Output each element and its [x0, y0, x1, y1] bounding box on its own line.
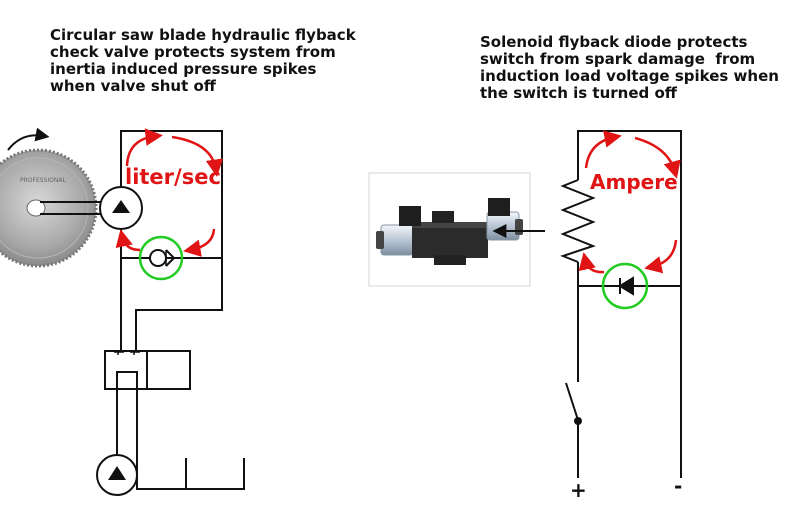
- svg-text:PROFESSIONAL: PROFESSIONAL: [20, 177, 66, 184]
- check-valve-highlight: [138, 235, 184, 281]
- flow-arrow-bottom-left: [115, 229, 141, 252]
- current-arrow-top-right: [634, 136, 681, 179]
- solenoid-valve-photo: [368, 172, 545, 287]
- check-valve-icon: [149, 249, 175, 267]
- circuit-loop-right: [577, 130, 682, 287]
- current-label: Ampere: [590, 170, 678, 194]
- rotation-arrow: [7, 127, 50, 151]
- flow-label: liter/sec: [125, 165, 221, 189]
- minus-terminal-label: -: [674, 474, 682, 498]
- current-arrow-bottom-left: [578, 252, 605, 274]
- plus-terminal-label: +: [570, 478, 587, 502]
- diode-highlight: [601, 262, 649, 310]
- flow-arrow-top-right: [171, 135, 224, 177]
- current-arrow-top-left: [584, 130, 622, 169]
- saw-blade-icon: PROFESSIONAL: [0, 148, 98, 268]
- right-caption: Solenoid flyback diode protects switch f…: [480, 33, 779, 102]
- switch-icon: [565, 382, 582, 425]
- electric-circuit: [560, 130, 682, 478]
- circuit-loop: [120, 130, 223, 351]
- left-caption: Circular saw blade hydraulic flyback che…: [50, 26, 356, 95]
- directional-valve-icon: [104, 350, 191, 390]
- tank-icon: [185, 458, 245, 490]
- hydraulic-circuit: PROFESSIONAL: [0, 127, 245, 496]
- flow-arrow-top-left: [125, 128, 163, 167]
- tank-line: [136, 389, 186, 490]
- coil-icon: [560, 179, 596, 263]
- diode-icon: [607, 276, 650, 296]
- current-arrow-bottom-right: [644, 239, 678, 274]
- flow-arrow-bottom-right: [183, 228, 216, 257]
